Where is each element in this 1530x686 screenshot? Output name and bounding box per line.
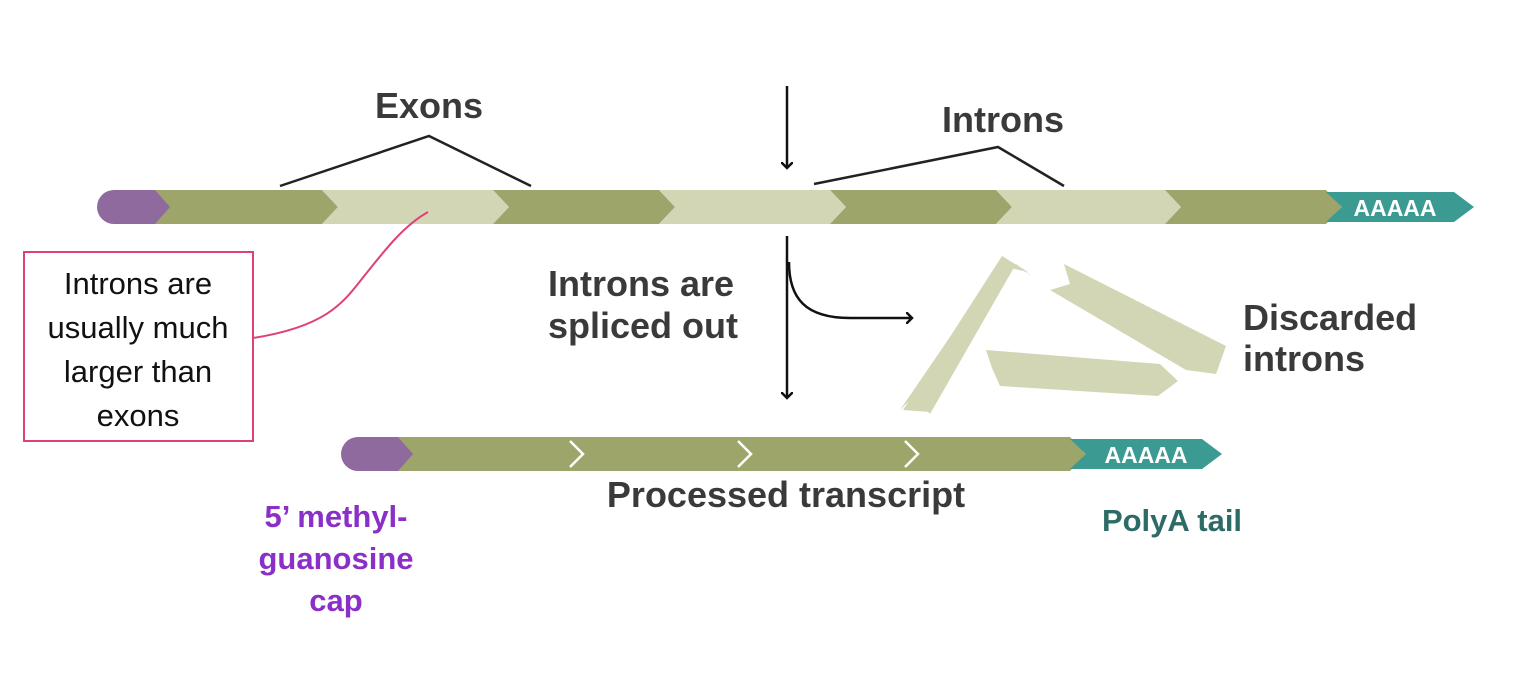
- polya-tail-text-bottom: AAAAA: [1104, 442, 1187, 468]
- polya-tail-text-top: AAAAA: [1353, 195, 1436, 221]
- junction-1: [569, 440, 585, 468]
- exons-bracket: [279, 134, 532, 188]
- discarded-intron-3: [986, 350, 1178, 396]
- processed-transcript: AAAAA: [341, 437, 1222, 471]
- primary-transcript: AAAAA: [97, 190, 1474, 224]
- splice-curve-arrow: [787, 261, 912, 318]
- exon-2-top: [493, 190, 675, 224]
- cap-bottom: [341, 437, 423, 471]
- processed-label: Processed transcript: [607, 474, 965, 515]
- exons-label: Exons: [375, 85, 483, 126]
- polya-label: PolyA tail: [1102, 503, 1242, 538]
- exon-3-top: [830, 190, 1012, 224]
- note-box: [23, 251, 254, 442]
- cap-top: [97, 190, 179, 224]
- introns-bracket: [813, 145, 1065, 188]
- discarded-label-line1: Discarded: [1243, 297, 1417, 338]
- spliced-label-line2: spliced out: [548, 305, 738, 346]
- discarded-intron-1-body: [903, 256, 1028, 412]
- polya-tail-top: [1326, 192, 1474, 222]
- discarded-intron-2: [1050, 264, 1226, 374]
- cap-label-line1: 5’ methyl-: [265, 499, 408, 534]
- junction-3: [904, 440, 920, 468]
- discarded-label-line2: introns: [1243, 338, 1365, 379]
- intron-3-top: [996, 190, 1181, 224]
- note-connector: [252, 211, 429, 339]
- exon-1-top: [155, 190, 338, 224]
- cap-label-line3: cap: [309, 583, 362, 618]
- intron-1-top: [322, 190, 509, 224]
- exon-strip-bottom: [398, 437, 1086, 471]
- exon-4-top: [1165, 190, 1342, 224]
- cap-label-line2: guanosine: [258, 541, 413, 576]
- note-line4: exons: [97, 398, 180, 433]
- intron-2-top: [659, 190, 846, 224]
- spliced-label-line1: Introns are: [548, 263, 734, 304]
- introns-label: Introns: [942, 99, 1064, 140]
- note-line2: usually much: [48, 310, 229, 345]
- discarded-introns: [900, 256, 1226, 414]
- note-line3: larger than: [64, 354, 212, 389]
- polya-tail-bottom: [1070, 439, 1222, 469]
- junction-2: [737, 440, 753, 468]
- note-line1: Introns are: [64, 266, 212, 301]
